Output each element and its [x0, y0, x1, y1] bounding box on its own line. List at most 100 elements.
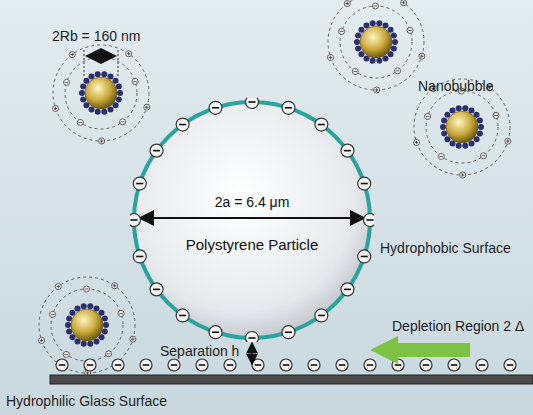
charge-circle: [176, 118, 189, 131]
ion: [339, 28, 345, 34]
surface-ion: [80, 96, 86, 102]
ion: [481, 153, 487, 159]
negative-charge: [176, 118, 189, 131]
negative-charge: [209, 101, 222, 114]
charge-circle: [209, 326, 222, 339]
surface-ion: [116, 84, 122, 90]
negative-charge: [130, 214, 141, 227]
charge-circle: [280, 359, 292, 371]
surface-ion: [103, 322, 109, 328]
surface-ion: [101, 71, 107, 77]
negative-charge: [341, 283, 354, 296]
negative-charge: [246, 98, 259, 109]
minus-sign: [136, 183, 143, 185]
charge-circle: [336, 359, 348, 371]
negative-charge: [364, 359, 376, 371]
charge-circle: [358, 250, 371, 263]
surface-ion: [370, 20, 376, 26]
ion: [493, 112, 499, 118]
negative-charge: [176, 309, 189, 322]
charge-circle: [150, 283, 163, 296]
minus-sign: [143, 364, 150, 366]
ion: [39, 337, 45, 343]
surface-charges: [56, 359, 516, 371]
surface-ion: [101, 109, 107, 115]
ion-sign: [396, 70, 400, 71]
surface-ion: [456, 105, 462, 111]
minus-sign: [285, 331, 292, 333]
depletion-arrow: [370, 336, 470, 364]
ion-sign: [146, 105, 147, 109]
nanobubble: [53, 45, 150, 144]
ion-layer: [53, 45, 149, 141]
minus-sign: [285, 107, 292, 109]
part-label: Hydrophilic Glass Surface: [6, 393, 167, 409]
charge-circle: [168, 359, 180, 371]
surface-ion: [79, 90, 85, 96]
ion: [132, 78, 138, 84]
ion: [372, 3, 378, 9]
ion-sign: [41, 339, 42, 343]
ion-layer: [328, 0, 424, 90]
charge-circle: [84, 359, 96, 371]
minus-sign: [248, 337, 255, 339]
surface-ion: [391, 45, 397, 51]
charge-circle: [448, 359, 460, 371]
surface-ion: [456, 143, 462, 149]
ion-sign: [51, 314, 55, 315]
negative-charge: [140, 359, 152, 371]
ion: [505, 138, 511, 144]
minus-sign: [344, 150, 351, 152]
ion: [407, 27, 413, 33]
negative-charge: [504, 359, 516, 371]
ion-sign: [85, 289, 89, 290]
ion: [118, 310, 124, 316]
surface-ion: [87, 341, 93, 347]
bubble-size-dimension: [84, 50, 118, 78]
negative-charge: [56, 359, 68, 371]
minus-sign: [344, 289, 351, 291]
surface-ion: [441, 118, 447, 124]
charge-circle: [364, 359, 376, 371]
bubble-core: [71, 309, 103, 341]
negative-charge: [133, 250, 146, 263]
surface-ion: [376, 58, 382, 64]
charge-circle: [364, 214, 375, 227]
diameter-arrow: [140, 217, 364, 219]
minus-sign: [199, 364, 206, 366]
minus-sign: [361, 183, 368, 185]
negative-charge: [150, 283, 163, 296]
ion-sign: [403, 1, 404, 5]
negative-charge: [336, 359, 348, 371]
ion: [130, 336, 136, 342]
surface-ion: [462, 143, 468, 149]
charge-circle: [130, 214, 141, 227]
minus-sign: [153, 150, 160, 152]
negative-charge: [282, 101, 295, 114]
negative-charge: [133, 177, 146, 190]
charge-circle: [476, 359, 488, 371]
ion-sign: [426, 116, 430, 117]
bubble-core: [446, 111, 478, 143]
minus-sign: [179, 124, 186, 126]
negative-charge: [358, 177, 371, 190]
ion-layer: [39, 277, 135, 373]
ion-sign: [507, 139, 508, 143]
surface-ion: [355, 45, 361, 51]
surface-ion: [392, 39, 398, 45]
part-label: Nanobubble: [418, 78, 494, 94]
ion: [55, 284, 61, 290]
ion-sign: [353, 71, 357, 72]
negative-charge: [476, 359, 488, 371]
surface-ion: [370, 58, 376, 64]
separation-arrow: [251, 343, 253, 364]
dimension-label: 2Rb = 160 nm: [52, 28, 140, 44]
minus-sign: [171, 364, 178, 366]
surface-ion: [478, 124, 484, 130]
minus-sign: [136, 256, 143, 258]
nanobubble: [328, 0, 425, 93]
ion: [144, 104, 150, 110]
particle-shape: [130, 98, 374, 342]
ion-sign: [132, 337, 133, 341]
ion-sign: [119, 313, 123, 314]
